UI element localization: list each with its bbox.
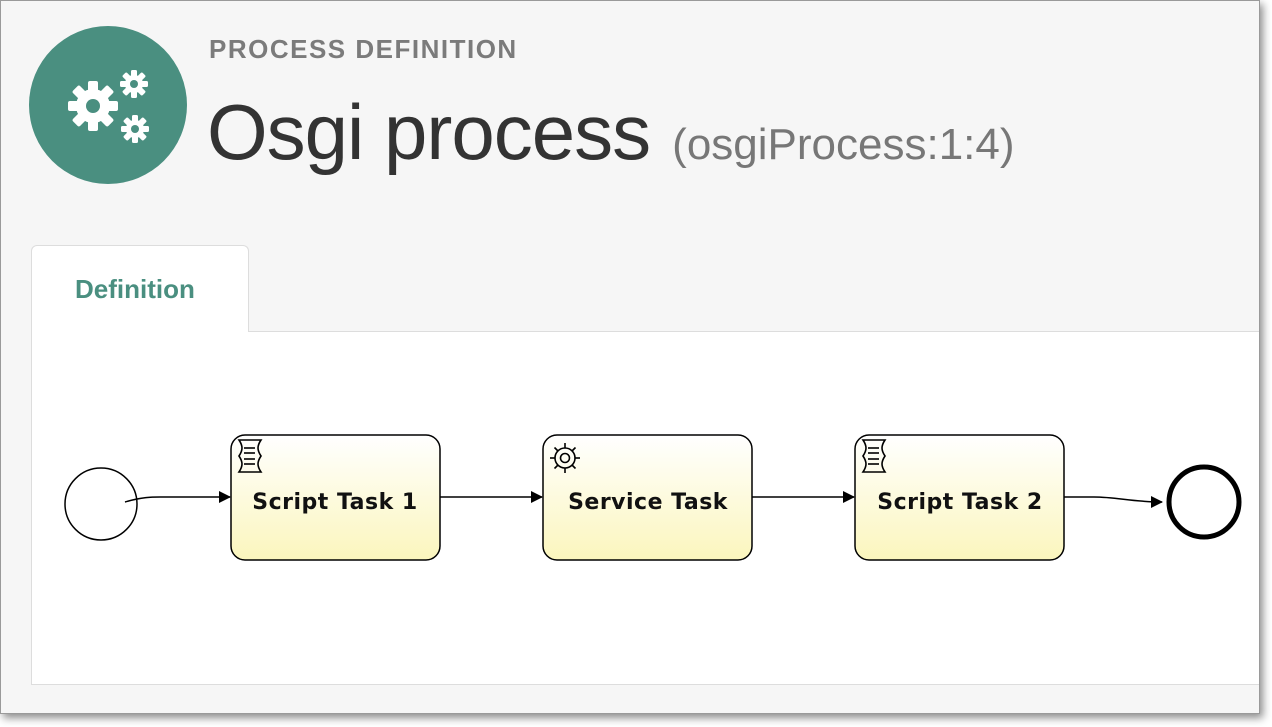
task-label: Script Task 2 xyxy=(877,490,1042,515)
end-event[interactable] xyxy=(1166,464,1242,540)
gear-icon xyxy=(550,443,580,473)
tab-definition[interactable]: Definition xyxy=(31,245,249,332)
sequence-flow xyxy=(1064,495,1163,508)
gears-icon xyxy=(68,70,149,143)
script-icon xyxy=(237,439,263,473)
task-service[interactable]: Service Task xyxy=(542,434,753,561)
process-logo xyxy=(29,26,187,184)
task-label: Script Task 1 xyxy=(252,490,417,515)
task-script-2[interactable]: Script Task 2 xyxy=(854,434,1065,561)
script-icon xyxy=(861,439,887,473)
task-script-1[interactable]: Script Task 1 xyxy=(230,434,441,561)
process-key: (osgiProcess:1:4) xyxy=(672,120,1015,169)
page-title: Osgi process xyxy=(207,88,651,176)
app-window: PROCESS DEFINITION Osgi process (osgiProc… xyxy=(0,0,1260,714)
process-diagram: Script Task 1 Service Task xyxy=(64,434,1242,561)
definition-panel: Script Task 1 Service Task xyxy=(31,331,1259,685)
start-event[interactable] xyxy=(64,467,138,541)
page-kicker: PROCESS DEFINITION xyxy=(209,34,518,64)
task-label: Service Task xyxy=(568,490,729,515)
tab-definition-label: Definition xyxy=(75,274,195,304)
sequence-flow xyxy=(124,491,231,503)
page-title-line: Osgi process (osgiProcess:1:4) xyxy=(207,87,1015,178)
